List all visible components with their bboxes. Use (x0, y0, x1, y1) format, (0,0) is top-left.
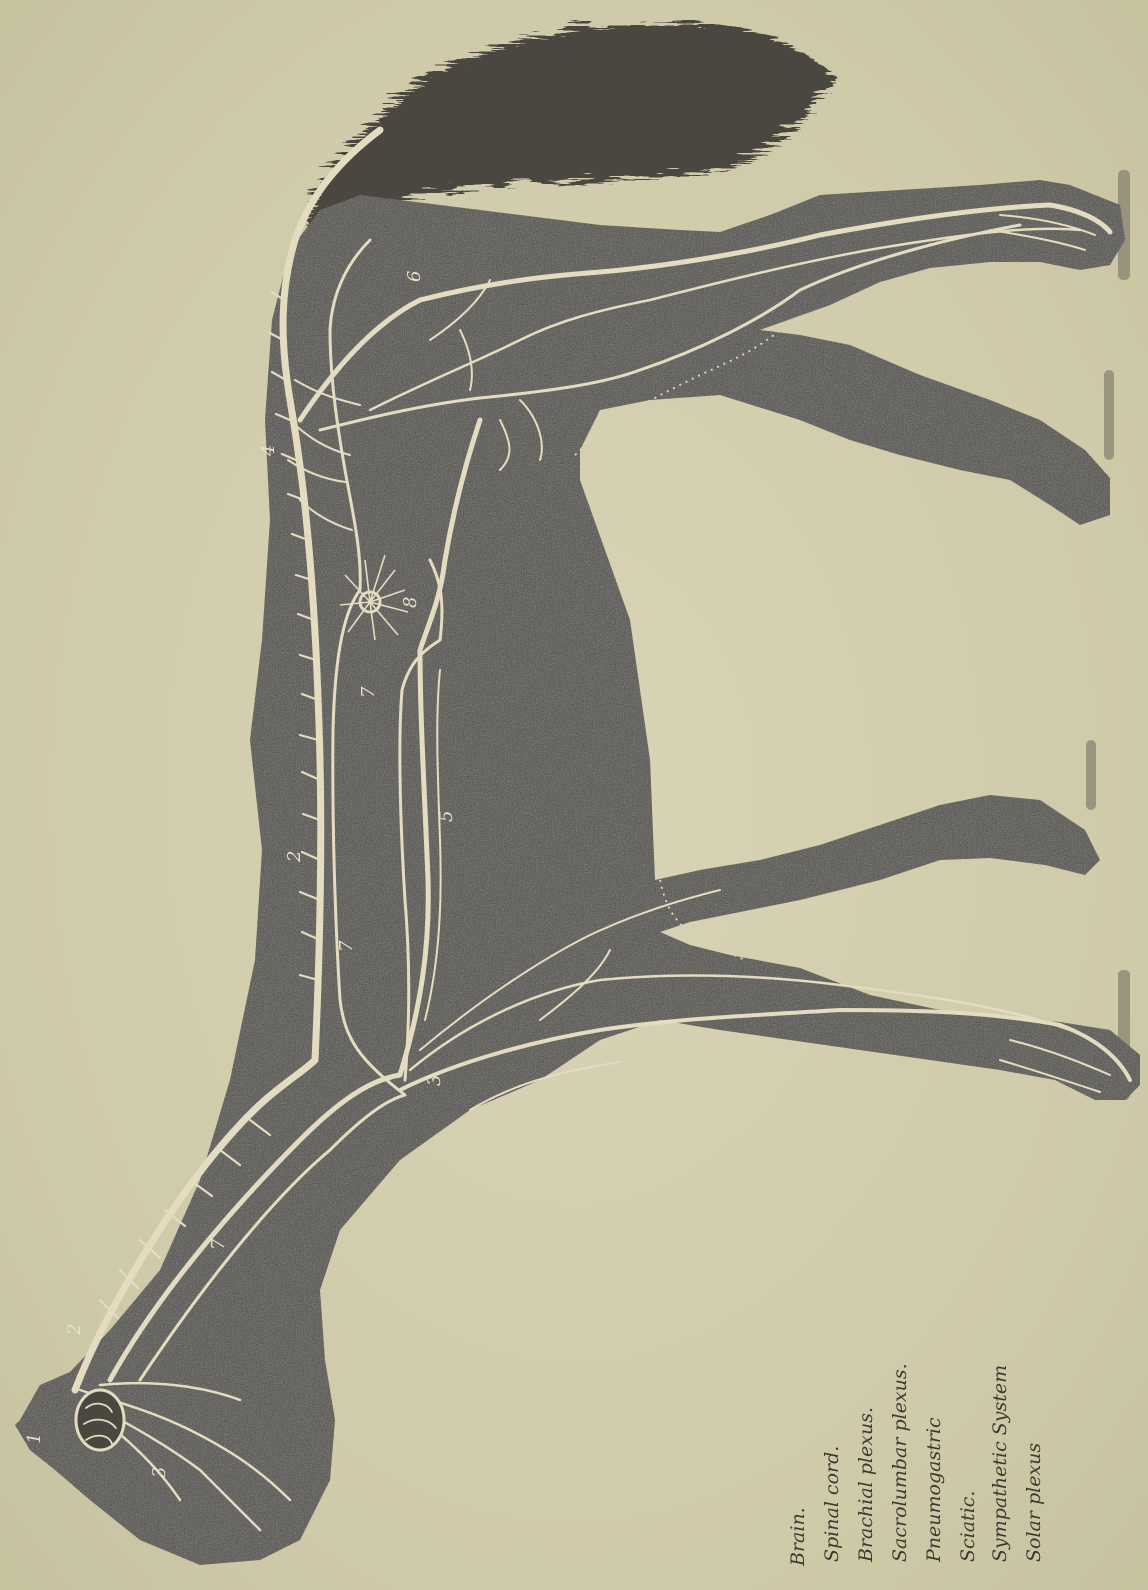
label-spinal-cord-back: 2 (284, 851, 305, 863)
label-brachial-head: 3 (149, 1467, 170, 1478)
label-sacrolumbar-plexus: 4 (258, 445, 279, 457)
label-sympathetic-chest: 7 (336, 940, 357, 952)
legend-item-solar-plexus: Solar plexus (1023, 1443, 1045, 1562)
label-solar-plexus: 8 (400, 597, 421, 608)
legend-item-pneumogastric: Pneumogastric (923, 1417, 945, 1563)
label-sympathetic-neck: 7 (208, 1238, 229, 1250)
legend-item-sciatic: Sciatic. (957, 1491, 979, 1562)
legend-item-spinal-cord: Spinal cord. (821, 1446, 843, 1562)
brain-outline (76, 1390, 124, 1450)
label-brain: 1 (24, 1433, 45, 1444)
legend-item-brain: Brain. (787, 1507, 809, 1567)
label-pneumogastric: 5 (436, 811, 457, 822)
horse-silhouette (15, 180, 1140, 1565)
label-sciatic: 6 (404, 271, 425, 282)
legend-item-brachial-plexus: Brachial plexus. (855, 1407, 877, 1563)
ground-shadows (1086, 170, 1130, 1100)
label-spinal-cord-neck: 2 (64, 1324, 85, 1336)
legend-item-sympathetic-system: Sympathetic System (989, 1365, 1011, 1562)
legend-item-sacrolumbar-plexus: Sacrolumbar plexus. (889, 1363, 911, 1562)
label-sympathetic-abdomen: 7 (358, 686, 379, 698)
label-brachial-plexus: 3 (424, 1075, 445, 1086)
legend: Brain. Spinal cord. Brachial plexus. Sac… (787, 1363, 1045, 1567)
